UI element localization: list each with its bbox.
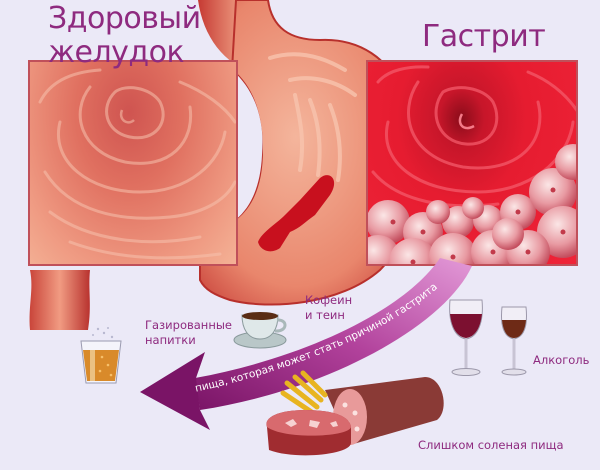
salty-food-icon: [255, 365, 455, 465]
alcohol-label: Алкоголь: [533, 353, 590, 367]
healthy-mucosa-panel: [28, 60, 238, 266]
soda-label-line1: Газированные: [145, 318, 233, 332]
caffeine-label-line1: Кофеин: [305, 293, 353, 307]
coffee-cup-icon: [232, 307, 294, 349]
salty-food-label: Слишком соленая пища: [418, 438, 564, 452]
caffeine-label: Кофеин и теин: [305, 293, 352, 323]
gastritis-mucosa-panel: [366, 60, 578, 266]
healthy-stomach-title: Здоровый желудок: [48, 2, 201, 70]
soda-label-line2: напитки: [145, 333, 196, 347]
wine-glasses-icon: [446, 292, 536, 378]
caffeine-label-line2: и теин: [305, 308, 345, 322]
gastritis-title: Гастрит: [422, 19, 546, 54]
healthy-title-line2: желудок: [48, 35, 185, 70]
healthy-title-line1: Здоровый: [48, 1, 201, 36]
inflamed-cells: [368, 144, 576, 264]
soda-glass-icon: [78, 325, 124, 385]
soda-label: Газированные напитки: [145, 318, 232, 348]
